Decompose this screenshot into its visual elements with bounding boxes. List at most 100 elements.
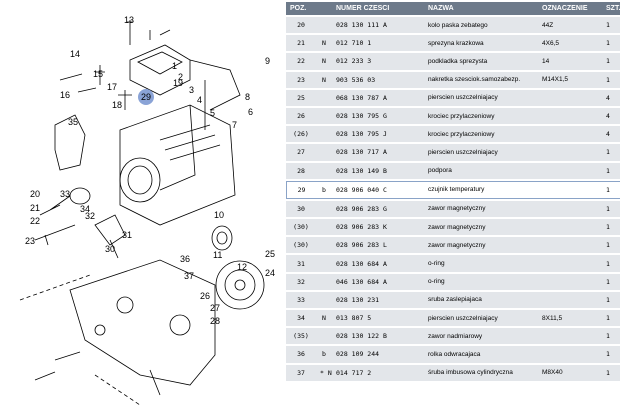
row-designation <box>538 291 602 308</box>
row-part-number: 028 130 111 A <box>332 17 424 34</box>
row-name: o-ring <box>424 273 538 290</box>
parts-table-header: POZ. NUMER CZESCI NAZWA OZNACZENIE SZT. <box>286 2 620 15</box>
callout-16[interactable]: 16 <box>60 90 70 100</box>
row-designation <box>538 180 602 199</box>
callout-35[interactable]: 35 <box>68 117 78 127</box>
callout-10[interactable]: 10 <box>214 210 224 220</box>
row-name: pierscien uszczelniajacy <box>424 144 538 161</box>
callout-36[interactable]: 36 <box>180 254 190 264</box>
row-position: 26 <box>286 107 316 125</box>
callout-23[interactable]: 23 <box>25 236 35 246</box>
callout-21[interactable]: 21 <box>30 203 40 213</box>
row-name: sprezyna krazkowa <box>424 35 538 52</box>
callout-3[interactable]: 3 <box>189 85 194 95</box>
callout-12[interactable]: 12 <box>237 262 247 272</box>
row-quantity: 4 <box>602 107 620 125</box>
callout-19[interactable]: 19 <box>173 78 183 88</box>
callout-1[interactable]: 1 <box>172 61 177 71</box>
row-mark: N <box>316 71 332 88</box>
callout-28[interactable]: 28 <box>210 316 220 326</box>
callout-6[interactable]: 6 <box>248 107 253 117</box>
row-position: 33 <box>286 291 316 308</box>
row-mark <box>316 273 332 290</box>
callout-30[interactable]: 30 <box>105 244 115 254</box>
callout-7[interactable]: 7 <box>232 120 237 130</box>
callout-20[interactable]: 20 <box>30 189 40 199</box>
callout-17[interactable]: 17 <box>107 82 117 92</box>
row-quantity: 1 <box>602 200 620 218</box>
callout-14[interactable]: 14 <box>70 49 80 59</box>
header-designation: OZNACZENIE <box>538 2 602 15</box>
row-mark <box>316 291 332 308</box>
row-mark <box>316 126 332 143</box>
row-mark: b <box>316 180 332 199</box>
row-quantity: 1 <box>602 310 620 327</box>
row-designation: 44Z <box>538 17 602 34</box>
callout-37[interactable]: 37 <box>184 271 194 281</box>
callout-5[interactable]: 5 <box>210 108 215 118</box>
callout-24[interactable]: 24 <box>265 268 275 278</box>
row-part-number: 012 233 3 <box>332 53 424 70</box>
row-name: rolka odwracajaca <box>424 346 538 363</box>
row-quantity: 1 <box>602 291 620 308</box>
row-name: krociec przylaczeniowy <box>424 126 538 143</box>
row-designation: 4X6,5 <box>538 35 602 52</box>
callout-26[interactable]: 26 <box>200 291 210 301</box>
row-name: podpora <box>424 162 538 179</box>
row-designation: M8X40 <box>538 364 602 381</box>
row-quantity: 1 <box>602 180 620 199</box>
row-quantity: 1 <box>602 364 620 381</box>
callout-9[interactable]: 9 <box>265 56 270 66</box>
row-position: 31 <box>286 255 316 272</box>
row-quantity: 1 <box>602 255 620 272</box>
callout-25[interactable]: 25 <box>265 249 275 259</box>
callout-29[interactable]: 29 <box>141 92 151 102</box>
callout-4[interactable]: 4 <box>197 95 202 105</box>
row-quantity: 1 <box>602 273 620 290</box>
row-mark <box>316 107 332 125</box>
highlighted-callout-29[interactable] <box>138 89 154 105</box>
callout-31[interactable]: 31 <box>122 230 132 240</box>
callout-32[interactable]: 32 <box>85 211 95 221</box>
row-part-number: 028 906 283 L <box>332 237 424 254</box>
callout-15[interactable]: 15 <box>93 69 103 79</box>
callout-2[interactable]: 2 <box>178 72 183 82</box>
callout-33[interactable]: 33 <box>60 189 70 199</box>
row-part-number: 028 906 283 K <box>332 219 424 236</box>
callout-8[interactable]: 8 <box>245 92 250 102</box>
callout-13[interactable]: 13 <box>124 15 134 25</box>
row-part-number: 028 130 122 B <box>332 328 424 345</box>
row-position: 32 <box>286 273 316 290</box>
row-part-number: 903 536 03 <box>332 71 424 88</box>
row-mark <box>316 89 332 106</box>
callout-27[interactable]: 27 <box>210 303 220 313</box>
callout-22[interactable]: 22 <box>30 216 40 226</box>
callout-18[interactable]: 18 <box>112 100 122 110</box>
callout-11[interactable]: 11 <box>213 250 222 260</box>
header-poz: POZ. <box>286 2 316 15</box>
callout-34[interactable]: 34 <box>80 204 90 214</box>
row-mark <box>316 144 332 161</box>
row-mark <box>316 219 332 236</box>
